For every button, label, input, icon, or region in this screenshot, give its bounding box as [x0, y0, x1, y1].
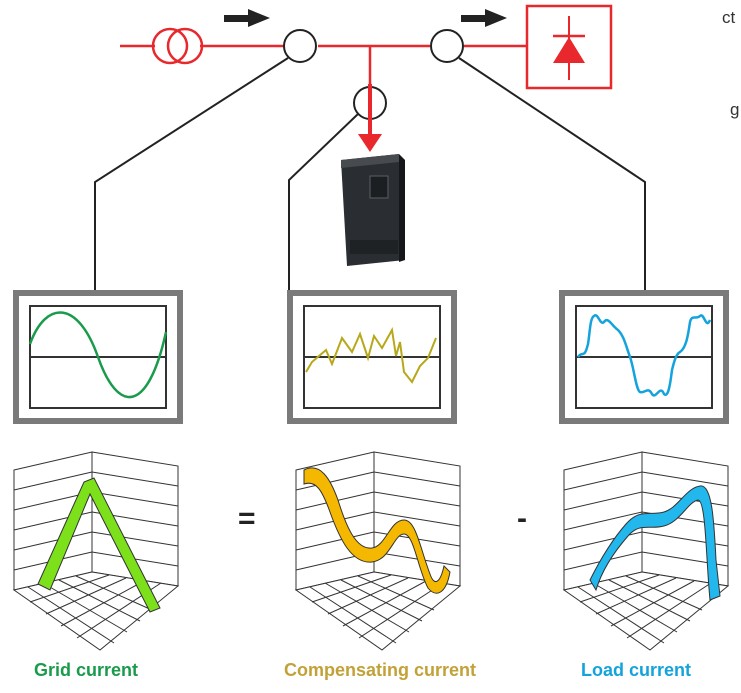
current-sensor-icon [283, 29, 317, 63]
diode-rectifier-icon [525, 4, 613, 90]
clipped-text-fragment-1: ct [722, 8, 736, 27]
load-current-waveform [576, 314, 712, 397]
minus-operator: - [517, 502, 527, 535]
arrow-right-icon [224, 9, 270, 27]
power-line [120, 44, 527, 84]
compensating-current-waveform [305, 326, 437, 384]
grid-current-waveform [28, 311, 168, 399]
transformer-icon [151, 27, 204, 65]
load-current-3d-plot [562, 451, 730, 651]
compensating-current-ribbon [303, 467, 451, 594]
load-current-label: Load current [581, 660, 692, 680]
clipped-text-fragment-2: g [730, 100, 740, 119]
active-filter-device-icon [341, 154, 405, 266]
current-sensor-icon [430, 29, 464, 63]
equals-operator: = [238, 502, 256, 535]
compensating-current-label: Compensating current [284, 660, 477, 680]
signal-wires [94, 57, 646, 292]
grid-current-monitor [13, 290, 183, 424]
load-current-monitor [559, 290, 729, 424]
grid-current-3d-plot [12, 451, 180, 651]
grid-current-label: Grid current [34, 660, 139, 680]
grid-current-ribbon [37, 477, 161, 613]
arrow-down-icon [358, 84, 382, 152]
compensating-current-monitor [287, 290, 457, 424]
compensating-current-3d-plot [294, 451, 462, 651]
load-current-ribbon [589, 485, 721, 601]
arrow-right-icon [461, 9, 507, 27]
